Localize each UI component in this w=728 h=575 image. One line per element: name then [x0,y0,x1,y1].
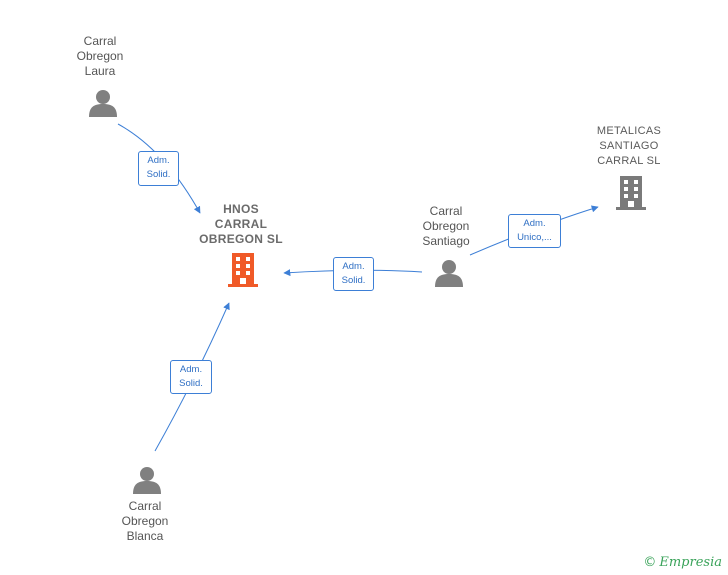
edge-label-blanca-hnos[interactable]: Adm. Solid. [170,360,212,394]
building-icon[interactable] [616,176,646,210]
node-label-blanca[interactable]: Carral Obregon Blanca [121,499,169,543]
node-label-santiago[interactable]: Carral Obregon Santiago [422,204,470,248]
edge-label-santiago-metalicas[interactable]: Adm. Unico,... [508,214,561,248]
edge-label-santiago-hnos[interactable]: Adm. Solid. [333,257,374,291]
copyright-icon: © [643,555,657,570]
brand-name: Empresia [659,555,722,570]
node-label-metalicas-santiago-carral[interactable]: METALICAS SANTIAGO CARRAL SL [596,125,662,167]
person-icon[interactable] [133,467,161,494]
edge-label-laura-hnos[interactable]: Adm. Solid. [138,151,179,186]
brand-watermark: ©Empresia [643,555,722,570]
person-icon[interactable] [89,90,117,117]
node-label-laura[interactable]: Carral Obregon Laura [76,34,124,78]
node-label-hnos-carral-obregon[interactable]: HNOS CARRAL OBREGON SL [199,202,283,246]
building-icon[interactable] [228,253,258,287]
person-icon[interactable] [435,260,463,287]
